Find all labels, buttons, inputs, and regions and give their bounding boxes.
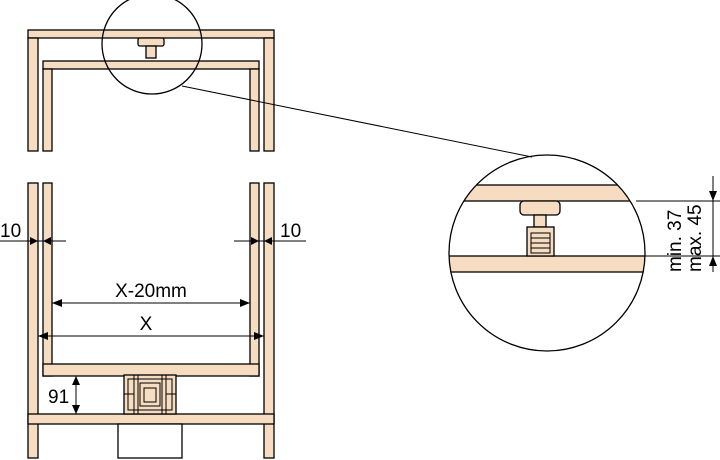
detail-max-label: max. 45 (685, 204, 706, 272)
dimension-gap-left: 10 (0, 221, 66, 245)
detail-view: min. 37 max. 45 (448, 154, 720, 352)
right-side-panel-top (263, 37, 275, 152)
right-side-panel-bottom (263, 182, 275, 459)
top-hardware-cap (137, 37, 165, 47)
dimension-gap-right-label: 10 (280, 221, 301, 242)
cabinet-top-section (27, 0, 275, 152)
plinth (117, 423, 183, 459)
detail-circle (448, 154, 646, 352)
dimension-gap-left-label: 10 (0, 221, 21, 242)
dimension-inner-width: X-20mm (52, 281, 250, 307)
dimension-height: 91 (48, 376, 80, 414)
dimension-gap-right: 10 (234, 221, 306, 245)
drawer-left-wall (42, 182, 53, 377)
top-board (27, 29, 275, 39)
dimension-outer-width-label: X (140, 314, 153, 335)
drawer-right-wall (249, 182, 260, 377)
cabinet-bottom-section (27, 182, 275, 459)
left-side-panel-bottom (27, 182, 39, 459)
detail-hardware (519, 200, 561, 257)
dimension-inner-width-label: X-20mm (115, 281, 187, 302)
detail-upper-board (449, 184, 645, 202)
inner-frame-top-rail (42, 60, 260, 70)
dimension-height-label: 91 (48, 387, 69, 408)
detail-connector-line (181, 85, 533, 158)
detail-dimension: min. 37 max. 45 (636, 176, 720, 272)
inner-frame-right-top (249, 68, 260, 152)
detail-min-label: min. 37 (665, 210, 686, 272)
inner-frame-left-top (42, 68, 53, 152)
detail-source-circle (101, 0, 203, 95)
cabinet-bottom-board (27, 413, 275, 425)
dimension-outer-width: X (38, 314, 264, 340)
drawer-runner-mechanism (123, 374, 177, 415)
left-side-panel-top (27, 37, 39, 152)
top-hardware-stem (145, 45, 157, 59)
drawer-bottom-board (42, 363, 260, 377)
detail-lower-board (449, 255, 645, 273)
